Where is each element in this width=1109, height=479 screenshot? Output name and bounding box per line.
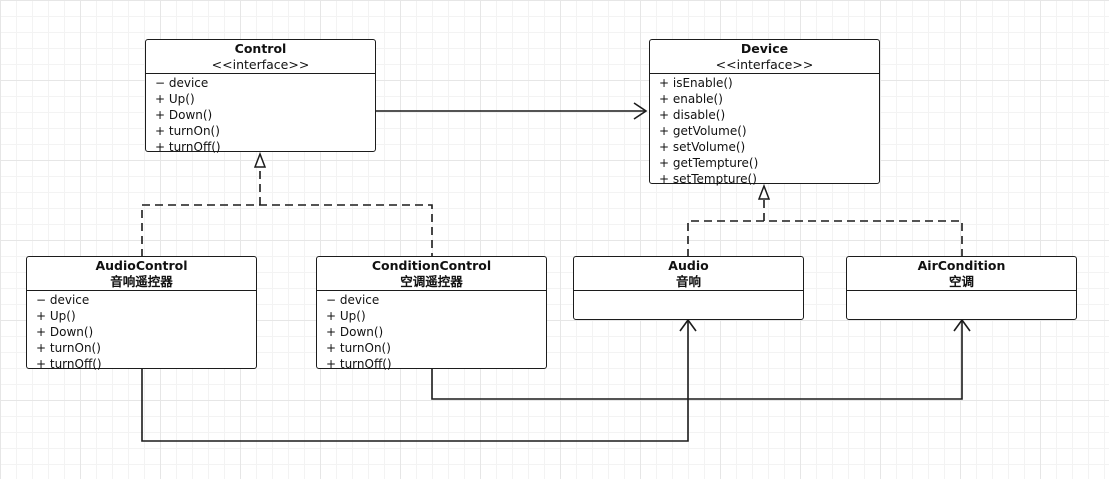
member: + setTempture() [659, 172, 757, 186]
class-control-header: Control <<interface>> [146, 40, 375, 74]
class-condition-control[interactable]: ConditionControl 空调遥控器 − device + Up() +… [316, 256, 547, 372]
class-air-condition[interactable]: AirCondition 空调 [846, 256, 1077, 320]
class-device-members: + isEnable() + enable() + disable() + ge… [650, 74, 879, 187]
class-device-stereotype: <<interface>> [715, 56, 814, 72]
class-air-condition-name: AirCondition [917, 258, 1006, 273]
class-condition-control-name: ConditionControl [371, 258, 492, 273]
class-audio-control-subtitle: 音响遥控器 [110, 273, 173, 289]
member: + Down() [36, 325, 94, 339]
member: + isEnable() [659, 76, 733, 90]
member: + setVolume() [659, 140, 746, 154]
class-audio[interactable]: Audio 音响 [573, 256, 804, 320]
class-air-condition-members [847, 291, 1076, 292]
conditioncontrol-to-aircondition-arrowhead [953, 318, 971, 332]
member: − device [36, 293, 90, 307]
member: + getTempture() [659, 156, 759, 170]
class-audio-name: Audio [668, 258, 709, 273]
member: + turnOff() [36, 357, 102, 371]
class-condition-control-header: ConditionControl 空调遥控器 [317, 257, 546, 291]
controls-realization-line [141, 167, 433, 257]
member: + Up() [155, 92, 195, 106]
control-realization-arrowhead [253, 151, 267, 168]
conditioncontrol-to-aircondition-association [431, 321, 963, 400]
class-control-name: Control [234, 41, 287, 56]
member: + Down() [155, 108, 213, 122]
audiocontrol-to-audio-association [141, 321, 689, 442]
devices-realization-line [687, 199, 963, 257]
class-audio-control[interactable]: AudioControl 音响遥控器 − device + Up() + Dow… [26, 256, 257, 372]
member: + turnOn() [155, 124, 220, 138]
class-air-condition-header: AirCondition 空调 [847, 257, 1076, 291]
member: + disable() [659, 108, 726, 122]
member: + enable() [659, 92, 723, 106]
class-audio-control-members: − device + Up() + Down() + turnOn() + tu… [27, 291, 256, 372]
control-to-device-arrowhead [633, 102, 648, 120]
member: + Down() [326, 325, 384, 339]
class-device-header: Device <<interface>> [650, 40, 879, 74]
device-realization-arrowhead [757, 183, 771, 200]
class-device-name: Device [740, 41, 789, 56]
member: − device [155, 76, 209, 90]
member: + turnOn() [326, 341, 391, 355]
class-device[interactable]: Device <<interface>> + isEnable() + enab… [649, 39, 880, 187]
member: + Up() [326, 309, 366, 323]
class-control-stereotype: <<interface>> [211, 56, 310, 72]
class-control[interactable]: Control <<interface>> − device + Up() + … [145, 39, 376, 155]
member: + Up() [36, 309, 76, 323]
class-audio-subtitle: 音响 [675, 273, 701, 289]
class-control-members: − device + Up() + Down() + turnOn() + tu… [146, 74, 375, 155]
class-air-condition-subtitle: 空调 [948, 273, 974, 289]
member: + turnOff() [155, 140, 221, 154]
class-audio-control-header: AudioControl 音响遥控器 [27, 257, 256, 291]
class-audio-header: Audio 音响 [574, 257, 803, 291]
member: − device [326, 293, 380, 307]
class-condition-control-members: − device + Up() + Down() + turnOn() + tu… [317, 291, 546, 372]
member: + turnOff() [326, 357, 392, 371]
class-audio-control-name: AudioControl [95, 258, 188, 273]
member: + turnOn() [36, 341, 101, 355]
class-audio-members [574, 291, 803, 292]
class-condition-control-subtitle: 空调遥控器 [400, 273, 463, 289]
audiocontrol-to-audio-arrowhead [679, 318, 697, 332]
member: + getVolume() [659, 124, 747, 138]
